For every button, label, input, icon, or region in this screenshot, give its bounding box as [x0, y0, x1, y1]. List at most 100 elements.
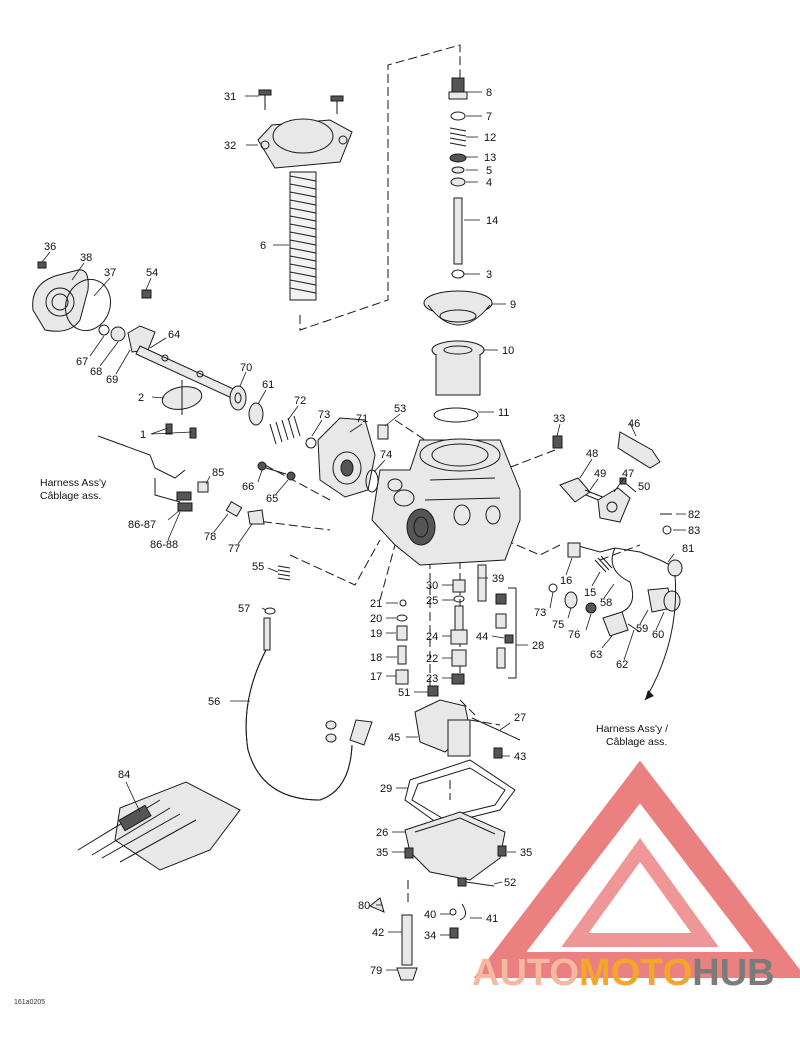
- label-32: 32: [224, 140, 236, 152]
- label-12: 12: [484, 132, 496, 144]
- label-28: 28: [532, 640, 544, 652]
- label-51: 51: [398, 687, 410, 699]
- label-10: 10: [502, 345, 514, 357]
- label-15: 15: [584, 587, 596, 599]
- watermark-moto: MOTO: [579, 952, 692, 994]
- label-68: 68: [90, 366, 102, 378]
- part-37-gasket: [64, 278, 112, 332]
- part-10-slide: [431, 340, 485, 396]
- label-6: 6: [260, 240, 266, 252]
- label-59: 59: [636, 623, 648, 635]
- part-26-float-bowl: [404, 811, 507, 881]
- label-67: 67: [76, 356, 88, 368]
- label-5: 5: [486, 165, 492, 177]
- label-29: 29: [380, 783, 392, 795]
- label-46: 46: [628, 418, 640, 430]
- parts-78-77-sensor: [225, 500, 265, 525]
- label-7: 7: [486, 111, 492, 123]
- label-57: 57: [238, 603, 250, 615]
- label-60: 60: [652, 629, 664, 641]
- label-8: 8: [486, 87, 492, 99]
- label-16: 16: [560, 575, 572, 587]
- part-54-nut: [141, 289, 152, 299]
- label-24: 24: [426, 631, 438, 643]
- shaft-64: [98, 324, 241, 401]
- part-31-screw-right: [330, 95, 344, 114]
- label-80: 80: [358, 900, 370, 912]
- label-34: 34: [424, 930, 436, 942]
- label-74: 74: [380, 449, 392, 461]
- label-35-left: 35: [376, 847, 388, 859]
- choke-right-parts: [548, 583, 681, 637]
- label-25: 25: [426, 595, 438, 607]
- needle-stack: [448, 77, 468, 279]
- svg-text:Harness Ass'y /: Harness Ass'y /: [596, 723, 668, 735]
- label-11: 11: [498, 407, 509, 419]
- watermark-triangle-inner: [561, 838, 719, 947]
- label-33: 33: [553, 413, 565, 425]
- part-82-83-small: [660, 513, 672, 535]
- part-43-screw: [493, 747, 503, 759]
- part-1-screws: [165, 423, 197, 439]
- label-53: 53: [394, 403, 406, 415]
- label-50: 50: [638, 481, 650, 493]
- left-jets: [395, 599, 409, 685]
- watermark-triangle: [473, 760, 800, 978]
- part-74-oring: [365, 469, 379, 493]
- part-85-clip: [197, 481, 209, 493]
- label-1: 1: [140, 429, 146, 441]
- diagram-code: 161a0205: [14, 999, 45, 1006]
- label-19: 19: [370, 628, 382, 640]
- label-71: 71: [356, 413, 368, 425]
- cable-56: [245, 607, 373, 801]
- label-17: 17: [370, 671, 382, 683]
- label-86-88: 86-88: [150, 539, 178, 551]
- label-31: 31: [224, 91, 236, 103]
- label-47: 47: [622, 468, 634, 480]
- label-76: 76: [568, 629, 580, 641]
- part-9-diaphragm: [423, 290, 493, 326]
- label-83: 83: [688, 525, 700, 537]
- part-71-housing: [317, 417, 376, 498]
- label-41: 41: [486, 913, 498, 925]
- part-61-seal: [248, 402, 264, 426]
- harness-note-left: Harness Ass'y Câblage ass.: [40, 477, 107, 502]
- label-44: 44: [476, 631, 488, 643]
- label-65: 65: [266, 493, 278, 505]
- part-46-rod: [617, 431, 661, 469]
- label-37: 37: [104, 267, 116, 279]
- label-18: 18: [370, 652, 382, 664]
- label-73-left: 73: [318, 409, 330, 421]
- label-58: 58: [600, 597, 612, 609]
- part-2-throttle-plate: [161, 380, 203, 415]
- label-56: 56: [208, 696, 220, 708]
- label-43: 43: [514, 751, 526, 763]
- label-62: 62: [616, 659, 628, 671]
- watermark-logo: AUTOMOTOHUB: [472, 760, 800, 994]
- label-49: 49: [594, 468, 606, 480]
- part-33-plug: [552, 435, 563, 449]
- label-75: 75: [552, 619, 564, 631]
- label-36: 36: [44, 241, 56, 253]
- label-52: 52: [504, 877, 516, 889]
- label-21: 21: [370, 598, 382, 610]
- part-38-cover: [32, 269, 89, 332]
- label-54: 54: [146, 267, 158, 279]
- label-27: 27: [514, 712, 526, 724]
- label-20: 20: [370, 613, 382, 625]
- label-55: 55: [252, 561, 264, 573]
- label-63: 63: [590, 649, 602, 661]
- label-2: 2: [138, 392, 144, 404]
- watermark-auto: AUTO: [472, 952, 579, 994]
- label-48: 48: [586, 448, 598, 460]
- svg-text:Câblage ass.: Câblage ass.: [606, 736, 667, 748]
- label-39: 39: [492, 573, 504, 585]
- part-70-bushing: [229, 385, 247, 411]
- part-6-spring: [289, 171, 317, 301]
- label-30: 30: [426, 580, 438, 592]
- part-labels: 31 32 6 8 7 12 13 5 4 14 3 9 10 11 36 38…: [44, 87, 700, 977]
- choke-cable-81-group: [567, 542, 683, 616]
- svg-text:Harness Ass'y: Harness Ass'y: [40, 477, 107, 489]
- label-13: 13: [484, 152, 496, 164]
